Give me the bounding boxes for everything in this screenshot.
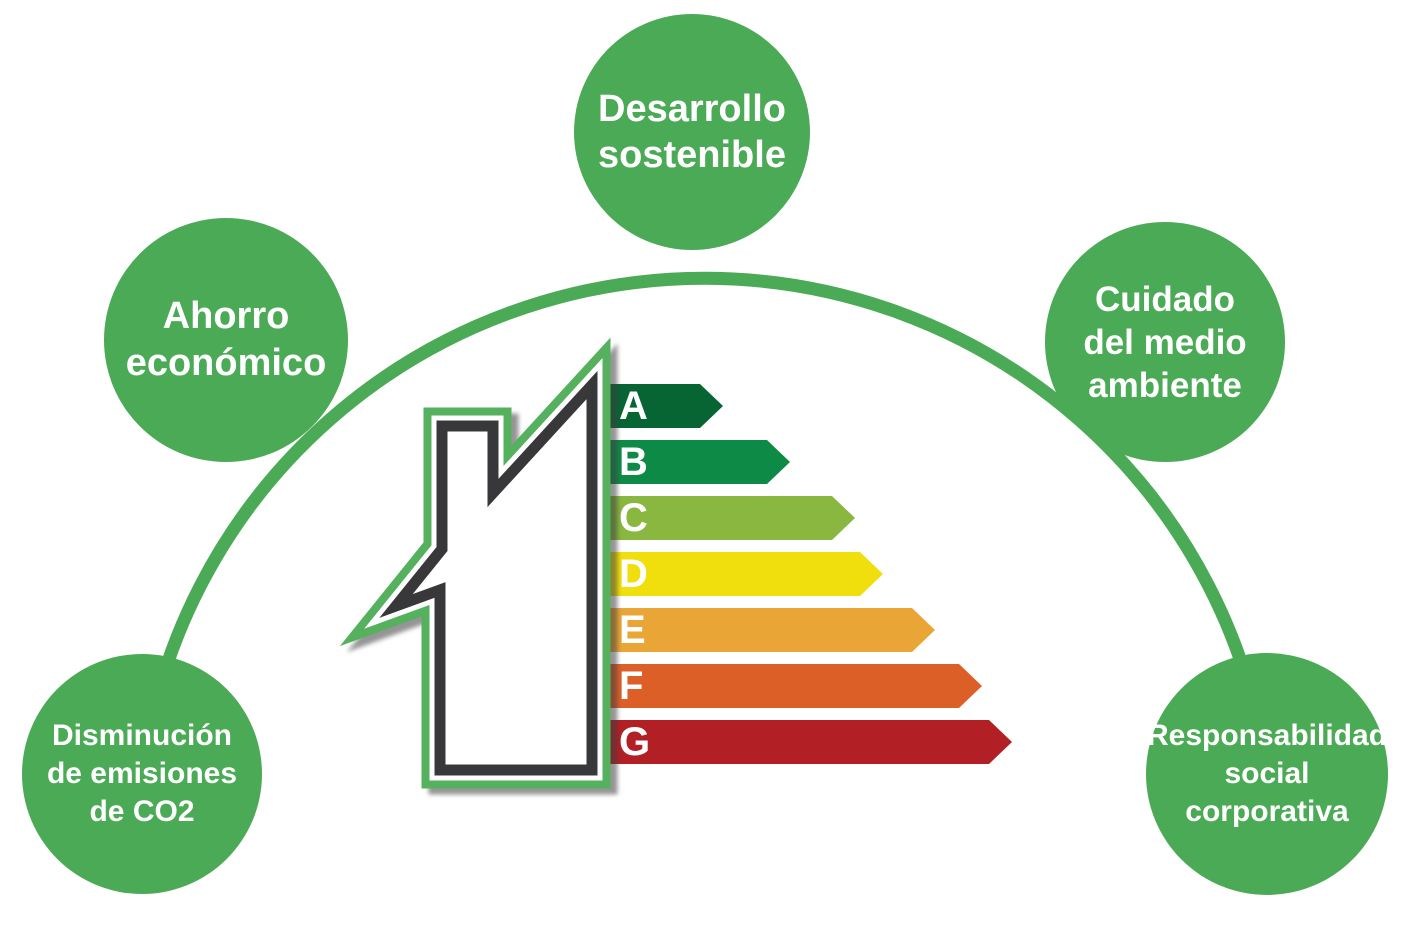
circle-label-line: de emisiones <box>46 757 238 790</box>
arc-path <box>135 271 1274 775</box>
circle-disminucion-emisiones: Disminución de emisiones de CO2 <box>22 654 262 894</box>
circle-label-line: del medio <box>1083 322 1247 362</box>
circle-label-line: Cuidado <box>1095 279 1235 319</box>
energy-bar-letter: B <box>619 440 648 484</box>
circle-cuidado-medio-ambiente: Cuidado del medio ambiente <box>1045 222 1285 462</box>
energy-bar-c: C <box>610 496 855 540</box>
energy-bar-letter: C <box>619 496 648 540</box>
circle-desarrollo-sostenible: Desarrollo sostenible <box>574 14 810 250</box>
circle-label-line: Ahorro <box>162 295 290 337</box>
energy-bar-letter: A <box>619 384 648 428</box>
circle-label-line: de CO2 <box>89 795 195 828</box>
circle-label-line: Responsabilidad <box>1146 719 1388 752</box>
energy-bar-letter: F <box>619 664 644 708</box>
energy-bar-a: A <box>610 384 723 428</box>
energy-bar-letter: E <box>619 608 646 652</box>
circle-label-line: económico <box>125 342 327 384</box>
energy-bar-letter: D <box>619 552 648 596</box>
energy-bar-d: D <box>610 552 883 596</box>
energy-bar-f: F <box>610 664 982 708</box>
circle-ahorro-economico: Ahorro económico <box>104 218 348 462</box>
energy-bar-b: B <box>610 440 790 484</box>
circle-label-line: Disminución <box>51 719 232 752</box>
circle-label-line: sostenible <box>598 134 786 176</box>
circle-label-line: Desarrollo <box>598 88 786 130</box>
circle-label-line: ambiente <box>1088 365 1242 405</box>
house-outline-dark <box>379 370 598 776</box>
energy-bar-letter: G <box>619 720 651 764</box>
energy-rating-scale: A B C D E F G <box>610 384 1012 776</box>
house-icon <box>339 337 611 789</box>
energy-bar-g: G <box>610 720 1012 764</box>
energy-bar-e: E <box>610 608 935 652</box>
circle-label-line: social <box>1224 757 1310 790</box>
circle-responsabilidad-social: Responsabilidad social corporativa <box>1146 653 1388 895</box>
circle-label-line: corporativa <box>1185 795 1349 828</box>
